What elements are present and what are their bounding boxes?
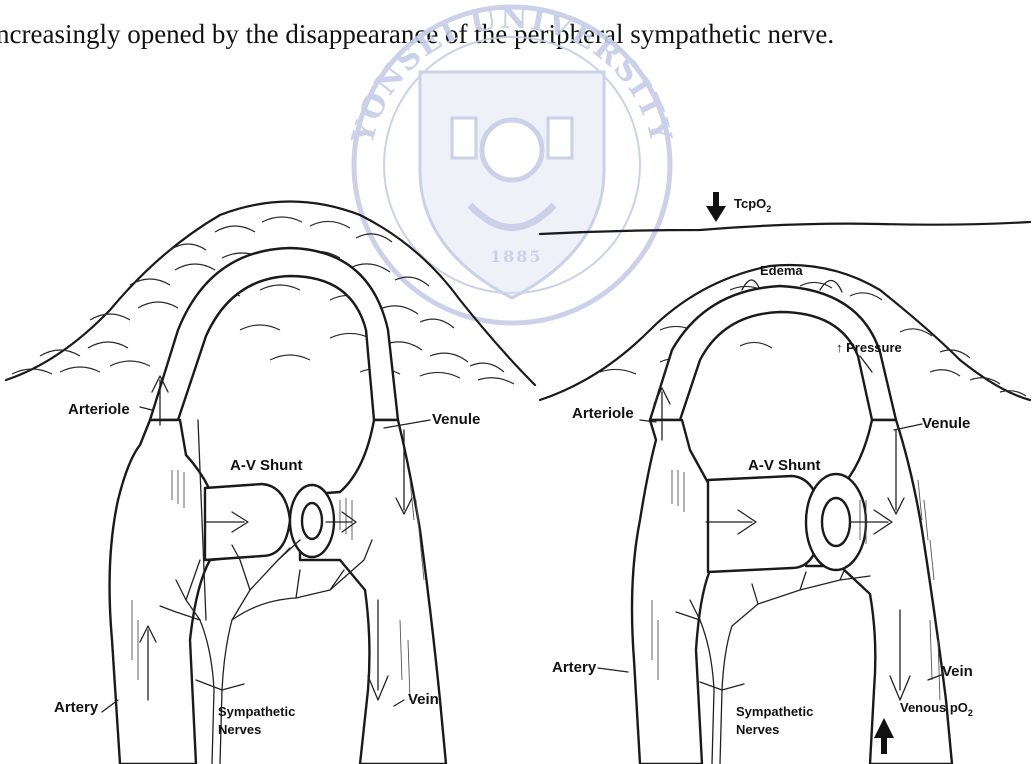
left-label-av-shunt: A-V Shunt: [230, 457, 303, 474]
right-label-pressure: ↑ Pressure: [836, 340, 902, 355]
tcpo2-down-arrow-icon: [706, 192, 726, 222]
left-label-sympathetic: Sympathetic: [218, 704, 295, 719]
watermark-year: 1885: [490, 247, 543, 266]
left-label-artery: Artery: [54, 699, 99, 716]
right-label-arteriole: Arteriole: [572, 405, 634, 422]
right-label-edema: Edema: [760, 263, 803, 278]
left-label-nerves: Nerves: [218, 722, 261, 737]
right-label-venule: Venule: [922, 415, 970, 432]
right-label-nerves: Nerves: [736, 722, 779, 737]
right-label-sympathetic: Sympathetic: [736, 704, 813, 719]
right-skin-surface-line: [540, 222, 1030, 234]
university-seal-watermark: 1885 YONSEI UNIVERSITY: [345, 1, 678, 323]
right-label-vein: Vein: [942, 663, 973, 680]
left-panel: Arteriole Venule A-V Shunt Artery Vein S…: [6, 202, 535, 764]
left-label-vein: Vein: [408, 691, 439, 708]
right-panel: TcpO2: [540, 192, 1030, 764]
right-label-artery: Artery: [552, 659, 597, 676]
left-capillary-loop: [150, 248, 398, 420]
left-tissue-scales: [12, 217, 514, 384]
left-label-arteriole: Arteriole: [68, 401, 130, 418]
left-label-venule: Venule: [432, 411, 480, 428]
right-label-tcpo2: TcpO2: [734, 196, 771, 214]
right-label-av-shunt: A-V Shunt: [748, 457, 821, 474]
